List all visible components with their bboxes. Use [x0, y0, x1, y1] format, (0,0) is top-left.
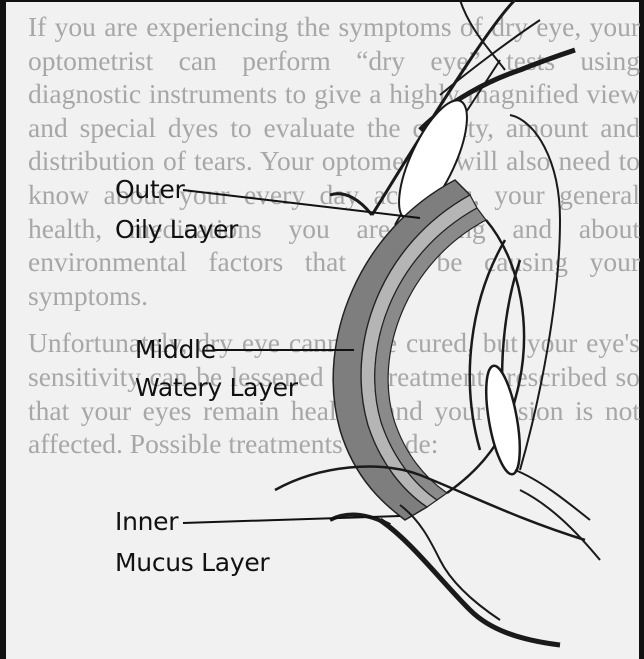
middle-layer-sublabel: Watery Layer	[135, 373, 298, 403]
inner-layer-label: Inner	[115, 507, 178, 537]
inner-layer-sublabel: Mucus Layer	[115, 548, 269, 578]
eye-body-icon	[447, 220, 526, 493]
tear-film-layers	[333, 180, 486, 520]
outer-layer-label: Outer	[115, 175, 184, 205]
middle-layer-label: Middle	[135, 335, 216, 365]
outer-layer-sublabel: Oily Layer	[115, 215, 238, 245]
inner-leader-line	[183, 516, 400, 523]
